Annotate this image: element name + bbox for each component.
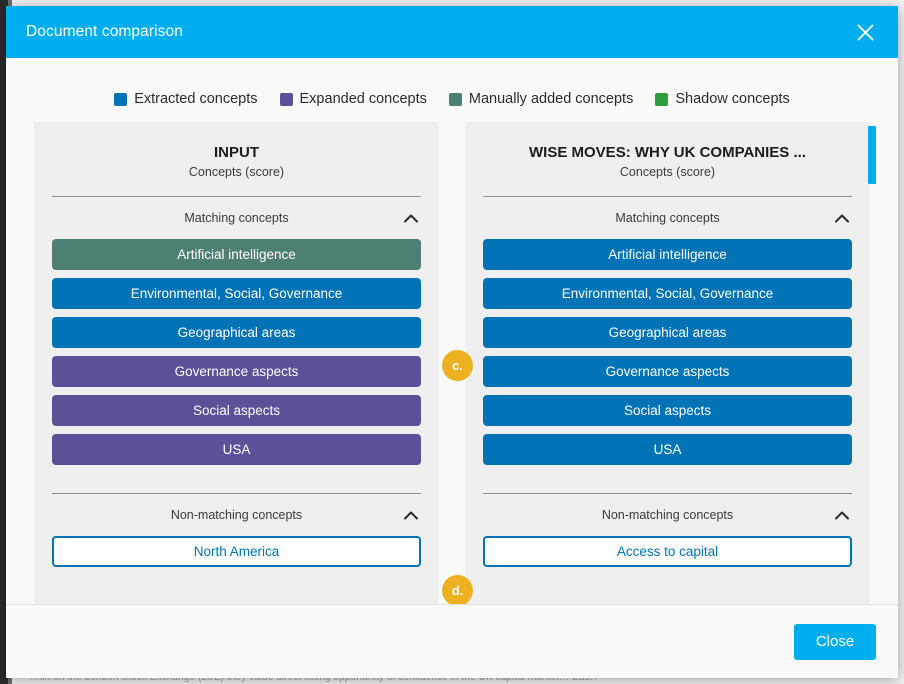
- comparison-column-document: WISE MOVES: WHY UK COMPANIES ... Concepts…: [465, 122, 870, 604]
- column-divider: [52, 196, 421, 197]
- section-header-non-matching[interactable]: Non-matching concepts: [483, 494, 852, 536]
- dialog-footer: Close: [6, 604, 898, 678]
- concept-chip[interactable]: Governance aspects: [52, 356, 421, 387]
- legend-label: Extracted concepts: [134, 91, 258, 107]
- annotation-badge-d: d.: [442, 575, 473, 604]
- column-title: INPUT: [214, 144, 259, 161]
- section-header-non-matching[interactable]: Non-matching concepts: [52, 494, 421, 536]
- annotation-badge-c: c.: [442, 350, 473, 381]
- section-header-label: Matching concepts: [184, 211, 289, 225]
- concept-chip[interactable]: USA: [483, 434, 852, 465]
- legend-swatch-icon: [655, 92, 669, 106]
- chevron-up-icon[interactable]: [834, 507, 850, 523]
- chevron-up-icon[interactable]: [403, 507, 419, 523]
- comparison-scrollbar[interactable]: [868, 122, 876, 604]
- concept-chip[interactable]: Access to capital: [483, 536, 852, 567]
- legend-swatch-icon: [279, 92, 293, 106]
- concept-chip[interactable]: Governance aspects: [483, 356, 852, 387]
- close-icon[interactable]: [850, 17, 880, 47]
- concept-chip[interactable]: North America: [52, 536, 421, 567]
- column-divider: [483, 196, 852, 197]
- dialog-titlebar: Document comparison: [6, 6, 898, 58]
- chevron-up-icon[interactable]: [834, 210, 850, 226]
- background-left-rail: [0, 0, 8, 684]
- close-button[interactable]: Close: [794, 623, 876, 660]
- concept-chip[interactable]: Artificial intelligence: [52, 239, 421, 270]
- concept-chip[interactable]: Artificial intelligence: [483, 239, 852, 270]
- dialog-body: Extracted concepts Expanded concepts Manua…: [6, 58, 898, 604]
- legend-label: Expanded concepts: [299, 91, 427, 107]
- concept-chip[interactable]: Geographical areas: [52, 317, 421, 348]
- concept-chip[interactable]: Environmental, Social, Governance: [483, 278, 852, 309]
- column-subtitle: Concepts (score): [188, 165, 285, 179]
- comparison-scrollbar-thumb[interactable]: [868, 126, 876, 184]
- legend-label: Shadow concepts: [675, 91, 790, 107]
- legend-item: Manually added concepts: [448, 91, 634, 107]
- column-title: WISE MOVES: WHY UK COMPANIES ...: [529, 144, 806, 161]
- section-header-matching[interactable]: Matching concepts: [52, 197, 421, 239]
- section-spacer: [52, 473, 421, 493]
- chevron-up-icon[interactable]: [403, 210, 419, 226]
- dialog-title: Document comparison: [26, 23, 183, 40]
- concept-chip[interactable]: Social aspects: [483, 395, 852, 426]
- column-subtitle: Concepts (score): [619, 165, 716, 179]
- legend-item: Extracted concepts: [114, 91, 258, 107]
- concept-chip[interactable]: USA: [52, 434, 421, 465]
- legend-item: Shadow concepts: [655, 91, 790, 107]
- legend-label: Manually added concepts: [468, 91, 634, 107]
- section-divider: [483, 493, 852, 494]
- legend-swatch-icon: [448, 92, 462, 106]
- concept-chip[interactable]: Social aspects: [52, 395, 421, 426]
- section-header-label: Matching concepts: [615, 211, 720, 225]
- section-divider: [52, 493, 421, 494]
- concept-chip[interactable]: Geographical areas: [483, 317, 852, 348]
- section-header-label: Non-matching concepts: [601, 508, 734, 522]
- legend-item: Expanded concepts: [279, 91, 427, 107]
- section-spacer: [483, 473, 852, 493]
- legend-swatch-icon: [114, 92, 128, 106]
- section-header-matching[interactable]: Matching concepts: [483, 197, 852, 239]
- concept-chip[interactable]: Environmental, Social, Governance: [52, 278, 421, 309]
- section-header-label: Non-matching concepts: [170, 508, 303, 522]
- concept-type-legend: Extracted concepts Expanded concepts Manua…: [6, 58, 898, 122]
